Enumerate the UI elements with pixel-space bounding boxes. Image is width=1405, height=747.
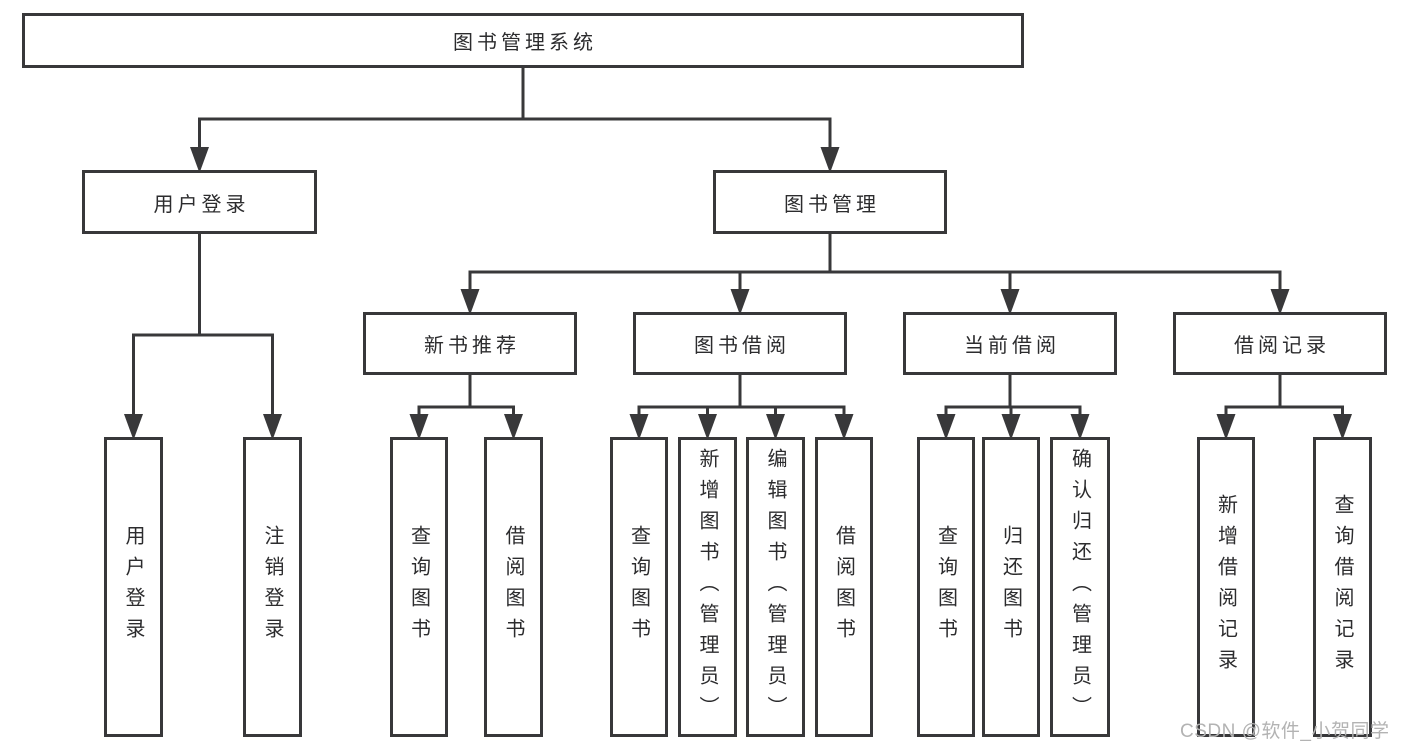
- arrowhead-down-icon: [504, 414, 523, 440]
- arrowhead-down-icon: [1001, 414, 1021, 440]
- arrowhead-down-icon: [409, 414, 429, 440]
- arrowhead-down-icon: [263, 414, 282, 440]
- node-label: 查询借阅记录: [1331, 494, 1353, 680]
- node-current-borrowing: 当前借阅: [903, 312, 1117, 375]
- arrowhead-down-icon: [820, 147, 840, 173]
- node-add-books-admin: 新增图书（管理员）: [678, 437, 737, 737]
- arrowhead-down-icon: [1000, 289, 1020, 315]
- node-label: 图书借阅: [694, 335, 790, 357]
- node-query-books-borrowing: 查询图书: [610, 437, 668, 737]
- node-label: 图书管理: [784, 193, 880, 216]
- arrowhead-down-icon: [460, 289, 480, 315]
- node-label: 用户登录: [153, 193, 250, 216]
- node-borrowing-records: 借阅记录: [1173, 312, 1387, 375]
- node-library-system: 图书管理系统: [22, 13, 1024, 68]
- node-label: 查询图书: [407, 525, 430, 649]
- node-borrow-books: 借阅图书: [815, 437, 873, 737]
- arrowhead-down-icon: [124, 414, 143, 440]
- node-borrow-books-recommend: 借阅图书: [484, 437, 543, 737]
- node-label: 新增图书（管理员）: [696, 447, 718, 727]
- node-return-books: 归还图书: [982, 437, 1040, 737]
- arrowhead-down-icon: [1216, 414, 1236, 440]
- arrowhead-down-icon: [1333, 414, 1352, 440]
- node-label: 借阅图书: [832, 525, 855, 649]
- node-label: 归还图书: [999, 525, 1022, 649]
- node-label: 当前借阅: [964, 335, 1060, 357]
- arrowhead-down-icon: [730, 289, 750, 315]
- node-new-book-recommend: 新书推荐: [363, 312, 577, 375]
- arrowhead-down-icon: [629, 414, 649, 440]
- node-label: 新增借阅记录: [1214, 494, 1237, 680]
- arrowhead-down-icon: [1070, 414, 1090, 440]
- arrowhead-down-icon: [698, 414, 717, 440]
- node-logout: 注销登录: [243, 437, 302, 737]
- node-edit-books-admin: 编辑图书（管理员）: [746, 437, 805, 737]
- arrowhead-down-icon: [834, 414, 854, 440]
- arrowhead-down-icon: [1270, 289, 1290, 315]
- node-label: 借阅图书: [502, 525, 524, 649]
- node-add-borrow-record: 新增借阅记录: [1197, 437, 1255, 737]
- node-user-login-leaf: 用户登录: [104, 437, 163, 737]
- node-label: 借阅记录: [1234, 335, 1330, 357]
- node-confirm-return-admin: 确认归还（管理员）: [1050, 437, 1110, 737]
- arrowhead-down-icon: [766, 414, 785, 440]
- watermark: CSDN @软件_小贺同学: [1180, 721, 1390, 742]
- node-label: 新书推荐: [424, 335, 520, 357]
- node-label: 确认归还（管理员）: [1068, 447, 1091, 727]
- arrowhead-down-icon: [190, 147, 209, 173]
- node-label: 注销登录: [261, 525, 283, 649]
- node-query-borrow-record: 查询借阅记录: [1313, 437, 1372, 737]
- node-label: 编辑图书（管理员）: [764, 447, 786, 727]
- arrowhead-down-icon: [936, 414, 956, 440]
- node-label: 图书管理系统: [453, 32, 597, 54]
- node-book-borrowing: 图书借阅: [633, 312, 847, 375]
- node-query-books-current: 查询图书: [917, 437, 975, 737]
- node-book-management: 图书管理: [713, 170, 947, 234]
- node-query-books-recommend: 查询图书: [390, 437, 448, 737]
- node-label: 用户登录: [122, 525, 144, 649]
- node-user-login: 用户登录: [82, 170, 317, 234]
- node-label: 查询图书: [934, 525, 957, 649]
- node-label: 查询图书: [627, 525, 650, 649]
